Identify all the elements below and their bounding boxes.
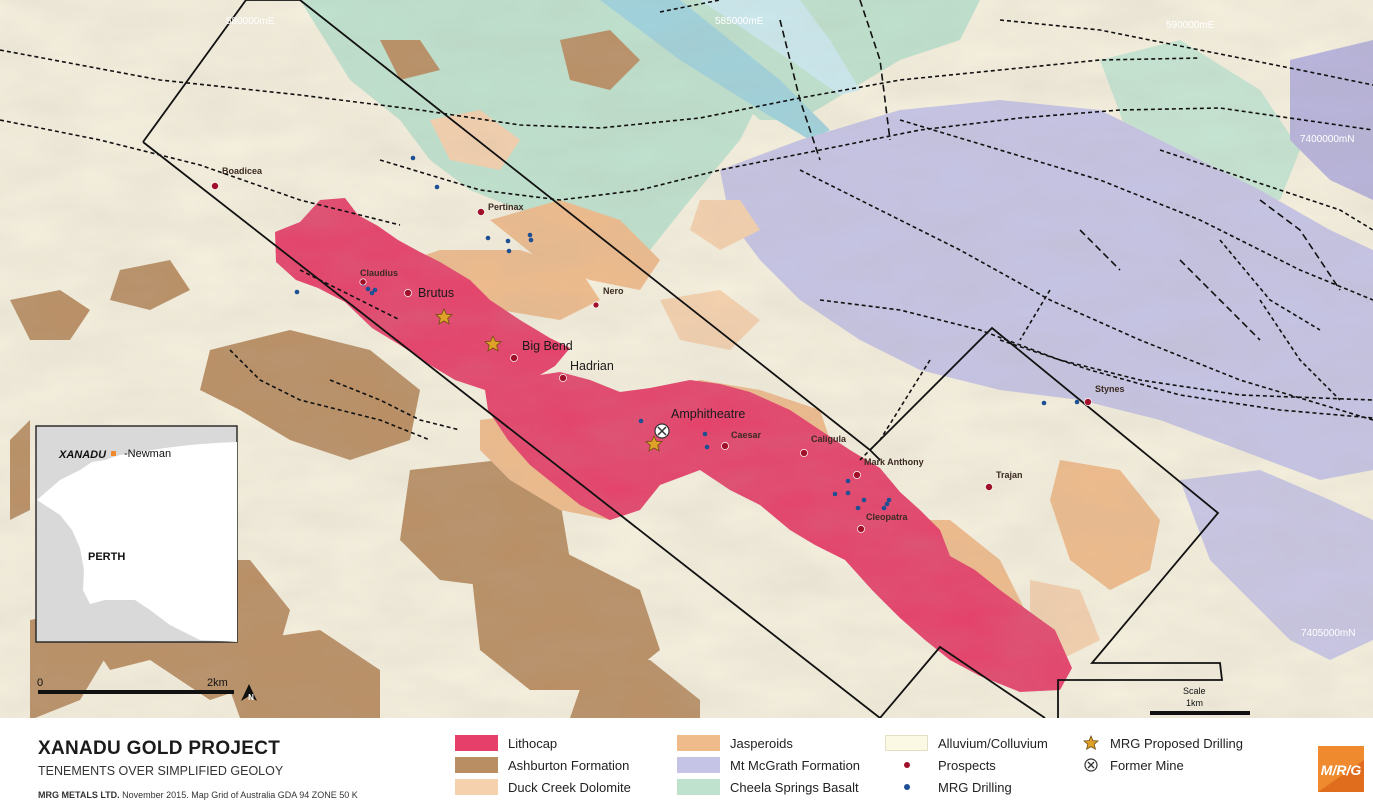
australia-landmass	[37, 442, 237, 642]
grid-label-7405000mn: 7405000mN	[1301, 628, 1355, 639]
prospect-label: Brutus	[418, 286, 454, 300]
legend-swatch	[677, 779, 720, 795]
grid-label-590000me: 590000mE	[1166, 20, 1215, 31]
prospect-label: Caligula	[811, 434, 847, 444]
legend-label: Ashburton Formation	[508, 757, 630, 773]
map-credit: MRG METALS LTD. November 2015. Map Grid …	[38, 790, 358, 800]
prospect-mark-anthony[interactable]: Mark Anthony	[853, 457, 924, 479]
prospect-caesar[interactable]: Caesar	[721, 430, 762, 450]
star-icon	[483, 335, 503, 352]
prospect-label: Mark Anthony	[864, 457, 924, 467]
prospect-pertinax[interactable]: Pertinax	[477, 202, 524, 216]
geology-map: 580000mE 585000mE 590000mE 7400000mN 740…	[0, 0, 1373, 718]
star-icon	[644, 435, 664, 452]
prospect-cleopatra[interactable]: Cleopatra	[857, 512, 909, 533]
prospect-amphitheatre[interactable]: Amphitheatre	[671, 407, 745, 421]
scale-2km-label: 2km	[207, 677, 228, 689]
project-title: XANADU GOLD PROJECT	[38, 738, 281, 759]
legend-label: Jasperoids	[730, 735, 793, 751]
former-mine-icon	[654, 423, 670, 439]
drill-dot-icon	[885, 779, 928, 795]
prospect-caligula[interactable]: Caligula	[800, 434, 847, 457]
legend-item-proposed-drilling: MRG Proposed Drilling	[1080, 735, 1243, 751]
prospect-markers: Boadicea Pertinax Claudius Brutus Nero B…	[211, 166, 1125, 533]
prospect-label: Claudius	[360, 268, 398, 278]
scale-zero-label: 0	[37, 677, 43, 689]
legend-swatch	[455, 757, 498, 773]
proposed-drilling-stars	[434, 308, 664, 452]
prospect-label: Boadicea	[222, 166, 263, 176]
prospect-hadrian[interactable]: Hadrian	[559, 359, 614, 382]
legend-item-duck-creek: Duck Creek Dolomite	[455, 779, 631, 795]
former-mine-icon	[1080, 757, 1102, 773]
prospect-nero[interactable]: Nero	[592, 286, 624, 309]
fault-lines-long	[779, 0, 1341, 341]
legend-label: Former Mine	[1110, 757, 1184, 773]
scale-word-label: Scale	[1183, 686, 1206, 696]
prospect-stynes[interactable]: Stynes	[1084, 384, 1125, 406]
prospect-label: Big Bend	[522, 339, 573, 353]
legend-swatch	[677, 735, 720, 751]
legend-label: MRG Drilling	[938, 779, 1012, 795]
legend-swatch	[455, 779, 498, 795]
legend-label: Alluvium/Colluvium	[938, 735, 1048, 751]
prospect-big-bend[interactable]: Big Bend	[510, 339, 573, 362]
inset-perth-label: PERTH	[88, 551, 125, 563]
inset-newman-label: -Newman	[124, 448, 171, 460]
prospect-label: Pertinax	[488, 202, 524, 212]
legend-label: Lithocap	[508, 735, 558, 751]
prospect-label: Cleopatra	[866, 512, 909, 522]
north-arrow-icon: N	[241, 684, 257, 702]
north-label: N	[248, 693, 254, 702]
legend-item-prospects: Prospects	[885, 757, 996, 773]
credit-company: MRG METALS LTD.	[38, 790, 120, 800]
credit-details: November 2015. Map Grid of Australia GDA…	[119, 790, 358, 800]
logo-text: M/R/G	[1321, 762, 1362, 778]
prospect-label: Hadrian	[570, 359, 614, 373]
project-subtitle: TENEMENTS OVER SIMPLIFIED GEOLOY	[38, 764, 284, 778]
prospect-trajan[interactable]: Trajan	[985, 470, 1023, 491]
prospect-label: Nero	[603, 286, 624, 296]
legend-item-mt-mcgrath: Mt McGrath Formation	[677, 757, 860, 773]
prospect-boadicea[interactable]: Boadicea	[211, 166, 263, 190]
legend-label: Cheela Springs Basalt	[730, 779, 859, 795]
legend-swatch	[885, 735, 928, 751]
legend-item-mrg-drilling: MRG Drilling	[885, 779, 1012, 795]
map-footer: XANADU GOLD PROJECT TENEMENTS OVER SIMPL…	[0, 718, 1373, 807]
mrg-logo: M/R/G	[1318, 746, 1364, 792]
legend-item-lithocap: Lithocap	[455, 735, 557, 751]
fault-lines	[0, 0, 1373, 461]
scale-bar: 0 2km	[37, 677, 234, 694]
prospect-dot-icon	[885, 757, 928, 773]
prospect-label: Stynes	[1095, 384, 1125, 394]
scale-bar-1km: Scale 1km	[1150, 686, 1250, 715]
prospect-label: Caesar	[731, 430, 762, 440]
prospect-brutus[interactable]: Brutus	[404, 286, 454, 300]
star-icon	[434, 308, 454, 325]
legend-swatch	[677, 757, 720, 773]
prospect-claudius[interactable]: Claudius	[359, 268, 398, 286]
legend-item-cheela: Cheela Springs Basalt	[677, 779, 859, 795]
legend-label: Prospects	[938, 757, 996, 773]
grid-label-580000me: 580000mE	[226, 16, 275, 27]
xanadu-location-icon	[111, 451, 116, 456]
legend-label: Duck Creek Dolomite	[508, 779, 631, 795]
legend-label: MRG Proposed Drilling	[1110, 735, 1243, 751]
legend-swatch	[455, 735, 498, 751]
legend-item-alluvium: Alluvium/Colluvium	[885, 735, 1048, 751]
inset-xanadu-label: XANADU	[58, 449, 107, 461]
tenement-boundary	[142, 0, 1224, 718]
legend-item-former-mine: Former Mine	[1080, 757, 1184, 773]
scale-1km-label: 1km	[1186, 698, 1203, 708]
legend-label: Mt McGrath Formation	[730, 757, 861, 773]
star-icon	[1080, 735, 1102, 751]
legend-item-ashburton: Ashburton Formation	[455, 757, 629, 773]
prospect-label: Trajan	[996, 470, 1023, 480]
grid-label-585000me: 585000mE	[715, 16, 764, 27]
grid-label-7400000mn: 7400000mN	[1300, 134, 1354, 145]
inset-location-map: XANADU -Newman PERTH	[35, 425, 238, 643]
prospect-label: Amphitheatre	[671, 407, 745, 421]
legend-item-jasperoids: Jasperoids	[677, 735, 793, 751]
